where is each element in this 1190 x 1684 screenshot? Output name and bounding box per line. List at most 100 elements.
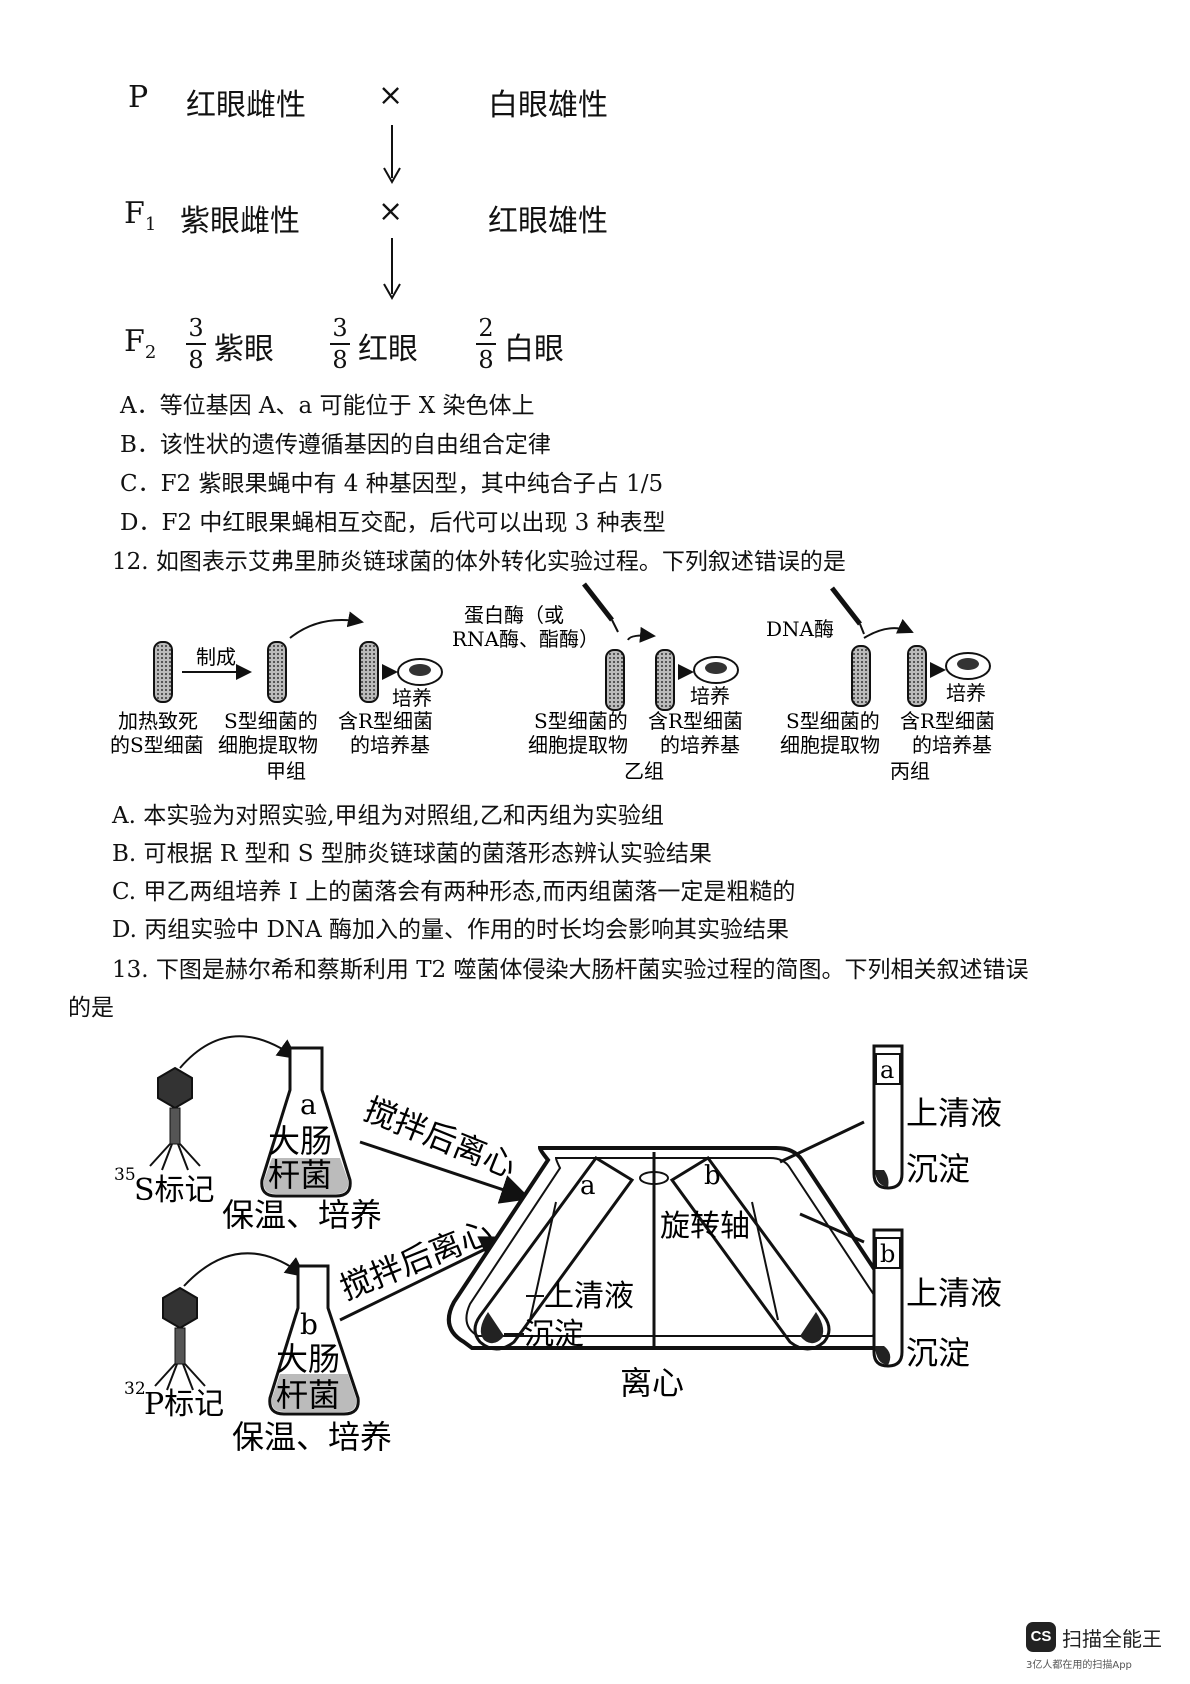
group-b-label: 乙组 bbox=[624, 759, 664, 783]
transfer-arrow-b bbox=[627, 626, 656, 643]
group-a-label: 甲组 bbox=[266, 759, 306, 783]
extract-label-b-2: 细胞提取物 bbox=[528, 733, 628, 757]
tube-a-in-rotor bbox=[473, 1156, 635, 1351]
rotor-tube-b-letter: b bbox=[704, 1161, 721, 1191]
result-a-sediment: 沉淀 bbox=[906, 1150, 970, 1188]
tube-b-inner-line bbox=[751, 1201, 779, 1321]
flask-a-ecoli-1: 大肠 bbox=[268, 1122, 332, 1160]
q12-group-c: DNA酶 培养 S型细菌的 细胞提取物 含R型细菌 的培养基 丙组 bbox=[766, 586, 995, 783]
phage-head bbox=[157, 1066, 193, 1110]
result-tube-a: a 上清液 沉淀 bbox=[872, 1044, 1002, 1190]
result-tube-b-letter: b bbox=[880, 1240, 895, 1268]
q13-phage-experiment-figure: a 大肠 杆菌 35 S标记 保温、培养 搅拌后离心 b 大肠 杆菌 32 P标… bbox=[114, 1035, 1002, 1456]
q12-group-b: 蛋白酶（或 RNA酶、酯酶） 培养 S型细菌的 细胞提取物 含R型细菌 的培养基… bbox=[452, 582, 743, 783]
q12-transformation-figure: 制成 培养 加热致死 的S型细菌 S型细菌的 细胞提取物 含R型细菌 的培养基 … bbox=[110, 582, 995, 783]
q12-option-b: B. 可根据 R 型和 S 型肺炎链球菌的菌落形态辨认实验结果 bbox=[112, 841, 712, 867]
medium-tube-a bbox=[359, 641, 379, 703]
p-cross-sign: × bbox=[378, 78, 404, 113]
transfer-arc-top bbox=[179, 1035, 298, 1069]
result-tube-a-pellet bbox=[875, 1170, 889, 1187]
make-label: 制成 bbox=[196, 645, 236, 669]
enzyme-b-label-2: RNA酶、酯酶） bbox=[452, 627, 599, 651]
f2-letter: F bbox=[124, 324, 145, 359]
dropper-b bbox=[582, 582, 614, 622]
q12-option-c: C. 甲乙两组培养 I 上的菌落会有两种形态,而丙组菌落一定是粗糙的 bbox=[112, 879, 796, 905]
f2-red-eye: 红眼 bbox=[358, 332, 418, 367]
f2-subscript: 2 bbox=[144, 342, 157, 363]
dropper-c-tip bbox=[859, 623, 865, 635]
tube-b-in-rotor bbox=[669, 1156, 831, 1351]
p-female: 红眼雌性 bbox=[186, 88, 306, 123]
culture-label-c: 培养 bbox=[946, 681, 986, 705]
enzyme-c-label: DNA酶 bbox=[766, 617, 834, 641]
centrifuge-inner bbox=[465, 1157, 885, 1337]
q11-option-d: D．F2 中红眼果蝇相互交配，后代可以出现 3 种表型 bbox=[120, 510, 666, 536]
extract-label-c-1: S型细菌的 bbox=[786, 709, 880, 733]
phage-32p bbox=[154, 1286, 206, 1391]
tube-a-inner-line bbox=[529, 1201, 557, 1321]
extract-tube-c bbox=[851, 645, 871, 707]
fraction-bar bbox=[476, 343, 496, 345]
result-tube-a-label-box bbox=[875, 1053, 901, 1085]
rotation-symbol bbox=[639, 1171, 669, 1185]
result-b-supernatant: 上清液 bbox=[906, 1274, 1002, 1312]
result-tube-b-pellet bbox=[875, 1346, 891, 1365]
result-b-sediment: 沉淀 bbox=[906, 1334, 970, 1372]
f1-female: 紫眼雌性 bbox=[180, 204, 300, 239]
extract-tube-b bbox=[605, 649, 625, 711]
flask-b-ecoli-2: 杆菌 bbox=[276, 1376, 340, 1414]
extract-label-a-2: 细胞提取物 bbox=[218, 733, 318, 757]
phage-legs bbox=[149, 1143, 201, 1171]
flask-a: a 大肠 杆菌 bbox=[260, 1046, 352, 1198]
q13-stem-line-1: 13. 下图是赫尔希和蔡斯利用 T2 噬菌体侵染大肠杆菌实验过程的简图。下列相关… bbox=[112, 957, 1029, 983]
phage-head bbox=[162, 1286, 198, 1330]
fraction-numerator: 3 bbox=[332, 314, 348, 342]
phage-35s bbox=[149, 1066, 201, 1171]
q11-option-c: C．F2 紫眼果蝇中有 4 种基因型，其中纯合子占 1/5 bbox=[120, 471, 664, 497]
phage-tail bbox=[169, 1107, 181, 1145]
tube-b-pellet bbox=[800, 1312, 824, 1344]
fraction-numerator: 2 bbox=[478, 314, 494, 342]
extract-tube-a bbox=[267, 641, 287, 703]
p-male: 白眼雄性 bbox=[488, 88, 608, 123]
incubate-label-top: 保温、培养 bbox=[222, 1196, 382, 1234]
s35-label: S标记 bbox=[134, 1173, 215, 1208]
phage-tail bbox=[174, 1327, 186, 1365]
transfer-arrow-a bbox=[289, 611, 364, 639]
culture-label-a: 培养 bbox=[392, 686, 432, 710]
extract-label-b-1: S型细菌的 bbox=[534, 709, 628, 733]
cross-arrows bbox=[383, 125, 401, 301]
watermark-row: CS 扫描全能王 bbox=[1026, 1622, 1162, 1652]
colonies-a bbox=[409, 664, 431, 676]
s35-mass-number: 35 bbox=[114, 1165, 136, 1185]
group-c-label: 丙组 bbox=[890, 759, 930, 783]
dropper-c bbox=[830, 586, 862, 626]
stir-label-top: 搅拌后离心 bbox=[359, 1090, 522, 1185]
fraction-denominator: 8 bbox=[188, 346, 204, 374]
transfer-arrow-c bbox=[863, 618, 914, 639]
colonies-b bbox=[705, 662, 727, 674]
enzyme-b-label-1: 蛋白酶（或 bbox=[464, 603, 564, 627]
f2-generation-label: F2 bbox=[124, 324, 156, 363]
fraction-denominator: 8 bbox=[478, 346, 494, 374]
result-tube-b-label-box bbox=[875, 1237, 901, 1269]
p32-mass-number: 32 bbox=[124, 1379, 146, 1399]
result-pointer-b bbox=[799, 1212, 865, 1244]
medium-tube-b bbox=[655, 649, 675, 711]
phage-legs bbox=[154, 1363, 206, 1391]
result-tube-b: b 上清液 沉淀 bbox=[872, 1228, 1002, 1372]
f1-male: 红眼雄性 bbox=[488, 204, 608, 239]
q12-option-a: A. 本实验为对照实验,甲组为对照组,乙和丙组为实验组 bbox=[112, 803, 664, 829]
centrifuge-label: 离心 bbox=[620, 1364, 684, 1402]
flask-b-letter: b bbox=[300, 1308, 318, 1341]
q13-stem-line-2: 的是 bbox=[68, 995, 114, 1021]
p32-label: P标记 bbox=[144, 1387, 224, 1422]
medium-tube-c bbox=[907, 645, 927, 707]
centrifuge-supernatant: 上清液 bbox=[544, 1279, 634, 1314]
medium-label-a-2: 的培养基 bbox=[350, 733, 430, 757]
f1-generation-label: F1 bbox=[124, 196, 156, 235]
heat-killed-label-1: 加热致死 bbox=[118, 709, 198, 733]
medium-label-c-2: 的培养基 bbox=[912, 733, 992, 757]
flask-a-letter: a bbox=[300, 1088, 317, 1121]
